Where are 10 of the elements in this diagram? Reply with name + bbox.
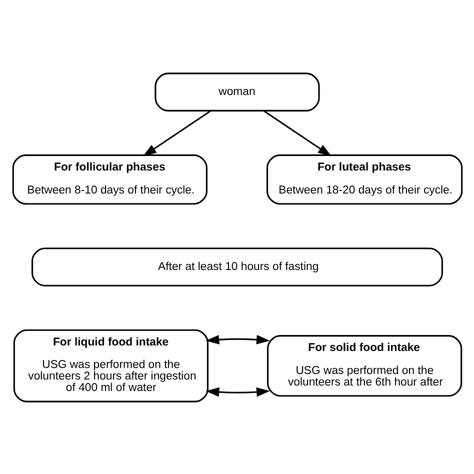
arrow [205, 386, 270, 396]
node-box: For liquid food intake USG was performed on the volunteers 2 hours after ingestion of 400 ml of water [12, 328, 208, 402]
arrow [205, 334, 270, 344]
node-box: For follicular phases Between 8-10 days of their cycle. [12, 154, 207, 204]
node-box: After at least 10 hours of fasting [31, 247, 442, 286]
node-box: For solid food intake USG was performed on the volunteers at the 6th hour after [266, 334, 462, 396]
arrow [142, 110, 211, 156]
node-box: For luteal phases Between 18-20 days of their cycle. [266, 154, 462, 204]
arrow [262, 110, 331, 156]
node-box: woman [154, 72, 320, 111]
